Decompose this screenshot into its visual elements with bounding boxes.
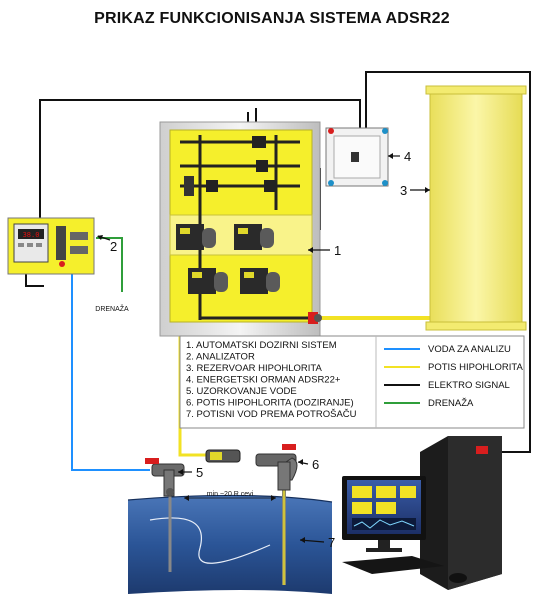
legend-item: 7. POTISNI VOD PREMA POTROŠAČU bbox=[186, 409, 357, 420]
legend-item: 4. ENERGETSKI ORMAN ADSR22+ bbox=[186, 375, 341, 386]
monitor bbox=[342, 476, 426, 552]
line-legend-label: POTIS HIPOHLORITA bbox=[428, 362, 524, 373]
power-cabinet bbox=[325, 127, 389, 187]
analyzer-display-value: 38.0 bbox=[23, 231, 40, 239]
dosing-fitting bbox=[255, 444, 298, 491]
sampling-valve-red bbox=[145, 458, 159, 464]
distance-label: min ~20 R cevi bbox=[207, 491, 254, 498]
legend-item: 6. POTIS HIPOHLORITA (DOZIRANJE) bbox=[186, 398, 354, 409]
line-legend-label: DRENAŽA bbox=[428, 398, 474, 409]
keyboard bbox=[342, 556, 444, 574]
cabinet-switch bbox=[351, 152, 359, 162]
panel-outlet-valve bbox=[308, 312, 318, 324]
signal-line-analyzer-cabinet bbox=[39, 99, 361, 218]
dosing-valve-red bbox=[282, 444, 296, 450]
dosing-pump-2 bbox=[234, 224, 274, 250]
callout-3: 3 bbox=[400, 183, 407, 198]
line-legend: VODA ZA ANALIZU POTIS HIPOHLORITA ELEKTRO … bbox=[384, 344, 524, 409]
signal-line-cabinet-computer bbox=[365, 71, 531, 453]
line-legend-label: VODA ZA ANALIZU bbox=[428, 344, 511, 355]
sampling-fitting bbox=[145, 449, 241, 497]
distance-marker: min ~20 R cevi bbox=[184, 491, 276, 501]
analyzer-flow-cell bbox=[56, 226, 66, 260]
page-title: PRIKAZ FUNKCIONISANJA SISTEMA ADSR22 bbox=[94, 10, 450, 27]
legend-item: 5. UZORKOVANJE VODE bbox=[186, 386, 297, 397]
mouse bbox=[449, 573, 467, 583]
analyzer-display bbox=[18, 229, 44, 239]
sampling-valve-knob bbox=[166, 488, 174, 496]
dosing-system-panel bbox=[159, 121, 322, 337]
dosing-pump-3 bbox=[188, 268, 228, 294]
legend-item: 2. ANALIZATOR bbox=[186, 352, 255, 363]
drainage-label: DRENAŽA bbox=[95, 304, 129, 313]
callout-2: 2 bbox=[110, 239, 117, 254]
dosing-pump-1 bbox=[176, 224, 216, 250]
drainage-line bbox=[96, 237, 123, 292]
callout-1: 1 bbox=[334, 243, 341, 258]
pc-tower bbox=[420, 436, 502, 590]
flow-swirl bbox=[149, 517, 271, 564]
sample-water-line bbox=[71, 258, 150, 471]
legend-item: 1. AUTOMATSKI DOZIRNI SISTEM bbox=[186, 340, 337, 351]
callout-7: 7 bbox=[328, 535, 335, 550]
callout-5: 5 bbox=[196, 465, 203, 480]
line-legend-label: ELEKTRO SIGNAL bbox=[428, 380, 510, 391]
analyzer-panel: 38.0 bbox=[7, 217, 95, 275]
hypochlorite-tank bbox=[425, 85, 527, 331]
callout-6: 6 bbox=[312, 457, 319, 472]
water-pipe bbox=[127, 488, 333, 594]
computer bbox=[342, 436, 502, 590]
legend-item: 3. REZERVOAR HIPOHLORITA bbox=[186, 363, 323, 374]
dosing-pump-4 bbox=[240, 268, 280, 294]
signal-line-analyzer-power bbox=[25, 270, 44, 287]
callout-arrowheads bbox=[97, 153, 430, 543]
callout-4: 4 bbox=[404, 149, 411, 164]
